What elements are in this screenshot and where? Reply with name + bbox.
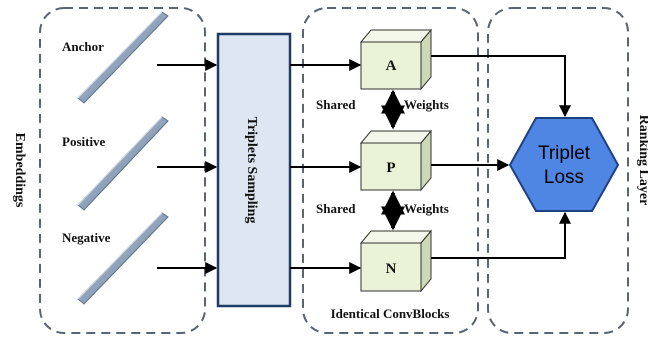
triplet-loss-node: Triplet Loss [508,117,620,212]
anchor-label: Anchor [62,39,104,54]
arrow-a-to-loss [431,55,571,118]
negative-label: Negative [62,230,111,245]
negative-embedding-bar [77,212,169,305]
embeddings-panel [39,7,206,334]
triplets-sampling-label: Triplets Sampling [244,117,259,224]
convblock-a: A [359,28,433,91]
convblock-n: N [359,229,433,293]
positive-embedding-bar [77,116,169,211]
weights-label-2: Weights [404,201,449,216]
convblocks-panel [302,7,479,334]
convblocks-caption: Identical ConvBlocks [331,306,450,321]
shared-label-2: Shared [316,201,356,216]
positive-label: Positive [62,134,106,149]
triplets-sampling-box [216,32,292,308]
convblock-p: P [359,129,433,192]
embeddings-title: Embeddings [12,133,27,208]
shared-label-1: Shared [316,97,356,112]
triplet-loss-label-line1: Triplet [538,143,591,164]
ranking-title: Ranking Layer [636,115,648,206]
weights-label-1: Weights [404,97,449,112]
convblock-a-label: A [386,58,397,74]
arrow-n-to-loss [431,211,571,259]
convblock-n-label: N [386,261,397,277]
ranking-panel [487,7,629,334]
triplet-loss-label-line2: Loss [544,167,584,188]
anchor-embedding-bar [77,11,169,104]
convblock-p-label: P [386,160,395,176]
